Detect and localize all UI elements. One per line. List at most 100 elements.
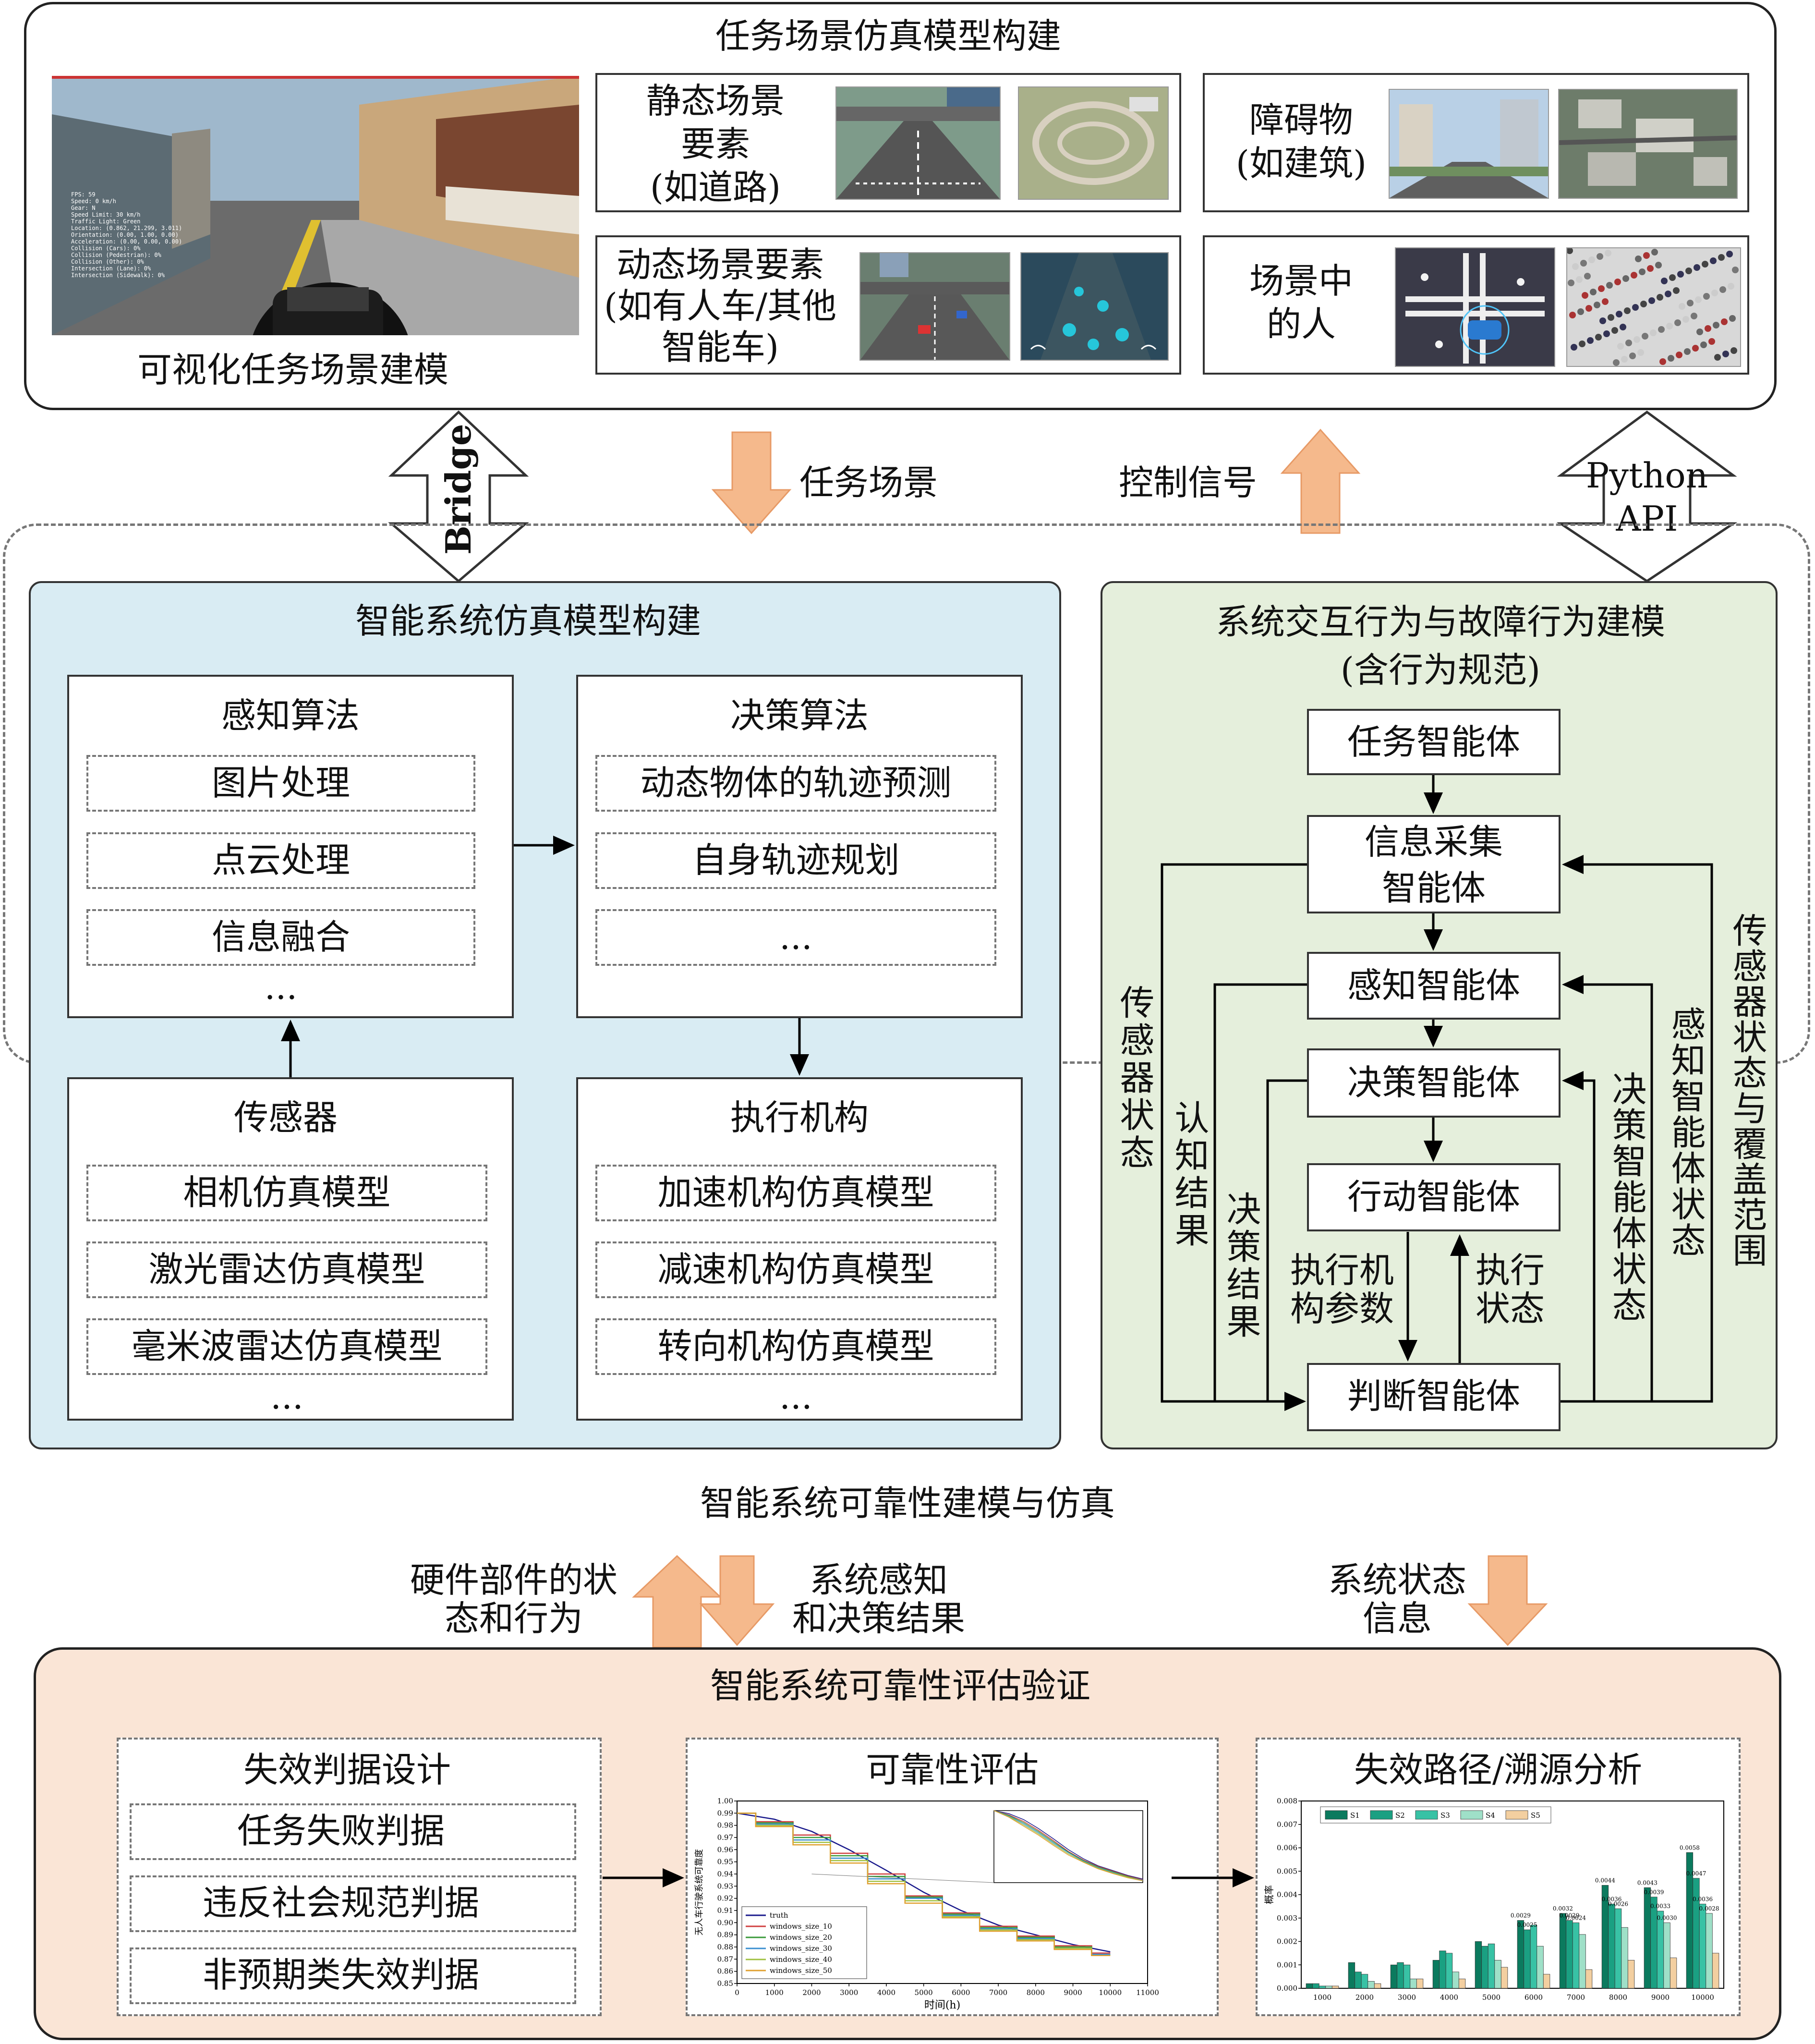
criteria-unexpected-label: 非预期类失效判据 xyxy=(202,1955,479,1995)
data-label: 0.0028 xyxy=(1699,1905,1719,1912)
judge-agent[interactable] xyxy=(1307,1363,1561,1431)
sensor-item-camera[interactable] xyxy=(86,1165,487,1221)
data-label: 0.0032 xyxy=(1553,1905,1573,1912)
crowd-person xyxy=(1639,268,1646,275)
failure-bar-chart: 0.0000.0010.0020.0030.0040.0050.0060.007… xyxy=(1263,1797,1724,2002)
hud-line: Orientation: (0.00, 1.00, 0.00) xyxy=(71,231,179,238)
actuator-item-accel[interactable] xyxy=(595,1165,996,1221)
decision-item-planning[interactable] xyxy=(595,832,996,889)
bar-S5-2000 xyxy=(1374,1983,1381,1989)
legend-swatch xyxy=(1415,1810,1438,1820)
bar-S5-4000 xyxy=(1458,1979,1466,1989)
decision-item-more[interactable] xyxy=(595,909,996,966)
perception-item-fusion[interactable] xyxy=(86,909,475,966)
decision-item-trajectory[interactable] xyxy=(595,755,996,812)
hud-line: Speed: 0 km/h xyxy=(71,198,116,205)
perception-agent[interactable] xyxy=(1307,952,1561,1020)
visual-scene-label: 可视化任务场景建模 xyxy=(137,350,448,390)
crowd-person xyxy=(1728,283,1734,290)
criteria-task-failure[interactable] xyxy=(130,1803,576,1860)
y-tick-label: 0.88 xyxy=(717,1943,733,1951)
x-tick-label: 4000 xyxy=(877,1988,895,1997)
y-tick-label: 0.99 xyxy=(717,1809,733,1817)
perception-agent-label: 感知智能体 xyxy=(1347,965,1520,1006)
actuator-params-label: 执行机构参数 xyxy=(1290,1250,1394,1329)
line-legend-box xyxy=(741,1906,867,1979)
x-tick-label: 5000 xyxy=(1482,1993,1500,2002)
inset-series-windows_size_30 xyxy=(993,1810,1143,1881)
crowd-person xyxy=(1568,280,1574,286)
criteria-social-norm[interactable] xyxy=(130,1875,576,1932)
control-signal-label: 控制信号 xyxy=(1119,462,1258,503)
legend-swatch xyxy=(1505,1810,1528,1820)
actuator-item-decel[interactable] xyxy=(595,1241,996,1298)
task-scene-panel xyxy=(24,2,1777,410)
criteria-unexpected[interactable] xyxy=(130,1947,576,2004)
crowd-person xyxy=(1648,297,1655,304)
crowd-person xyxy=(1576,276,1583,283)
crowd-person xyxy=(1579,341,1585,347)
crowd-person xyxy=(1665,291,1671,297)
decision-agent[interactable] xyxy=(1307,1048,1561,1118)
crowd-person xyxy=(1642,333,1648,340)
hud-line: Collision (Cars): 0% xyxy=(71,245,141,252)
crowd-person xyxy=(1640,301,1647,307)
crowd-person xyxy=(1572,263,1579,270)
actuator-box xyxy=(576,1077,1023,1421)
bar-S5-6000 xyxy=(1543,1974,1550,1989)
y-tick-label: 0.95 xyxy=(717,1858,733,1866)
crowd-person xyxy=(1571,344,1577,351)
crowd-person xyxy=(1659,358,1666,365)
crowd-person xyxy=(1577,308,1584,315)
decision-algo-title: 决策算法 xyxy=(730,695,869,736)
inset-series-truth xyxy=(993,1810,1143,1880)
x-tick-label: 2000 xyxy=(1355,1993,1374,2002)
data-label: 0.0025 xyxy=(1517,1922,1537,1928)
sensor-item-radar[interactable] xyxy=(86,1318,487,1375)
pedestrian-crossing-image xyxy=(1395,247,1555,367)
y-tick-label: 0.90 xyxy=(717,1918,733,1927)
y-tick-label: 0.85 xyxy=(717,1979,733,1988)
decision-item-more-label: ... xyxy=(779,917,812,957)
sensor-state-vertical: 传感器状态 xyxy=(1114,985,1154,1172)
crowd-person xyxy=(1631,272,1637,279)
x-tick-label: 8000 xyxy=(1027,1988,1045,1997)
crowd-person xyxy=(1677,271,1684,278)
actuator-item-steer[interactable] xyxy=(595,1318,996,1375)
test-track-image xyxy=(1018,86,1169,200)
decision-agent-label: 决策智能体 xyxy=(1347,1062,1520,1103)
perception-item-pointcloud[interactable] xyxy=(86,832,475,889)
y-tick-label: 0.005 xyxy=(1277,1867,1297,1875)
crowd-person xyxy=(1602,298,1609,305)
action-agent[interactable] xyxy=(1307,1163,1561,1231)
crowd-person xyxy=(1594,302,1600,308)
legend-label: windows_size_30 xyxy=(770,1944,832,1953)
crowd-person xyxy=(1647,265,1654,272)
crowd-person xyxy=(1687,300,1694,306)
y-tick-label: 0.002 xyxy=(1277,1937,1297,1946)
info-collection-agent[interactable] xyxy=(1307,815,1561,913)
x-tick-label: 8000 xyxy=(1609,1993,1627,2002)
sensor-coverage-vertical: 传感器状态与覆盖范围 xyxy=(1727,912,1767,1268)
data-label: 0.0024 xyxy=(1566,1915,1586,1922)
crowd-person xyxy=(1634,336,1640,343)
crowd-person xyxy=(1719,286,1726,293)
perception-algo-box xyxy=(67,675,514,1018)
perception-agent-state-vertical: 感知智能体状态 xyxy=(1665,1006,1706,1258)
crowd-person xyxy=(1685,268,1692,274)
y-tick-label: 0.94 xyxy=(717,1870,733,1878)
perception-item-image[interactable] xyxy=(86,755,475,812)
y-tick-label: 0.008 xyxy=(1277,1797,1297,1805)
task-scene-arrow xyxy=(711,431,792,535)
perception-item-image-label: 图片处理 xyxy=(211,763,350,803)
people-text: 场景中的人 xyxy=(1249,261,1353,344)
x-tick-label: 9000 xyxy=(1651,1993,1670,2002)
x-tick-label: 3000 xyxy=(1398,1993,1416,2002)
crowd-person xyxy=(1714,354,1721,361)
task-agent[interactable] xyxy=(1307,709,1561,775)
crowd-person xyxy=(1585,305,1592,312)
crowd-person xyxy=(1620,324,1626,330)
crowd-person xyxy=(1584,273,1591,280)
criteria-title: 失效判据设计 xyxy=(243,1750,451,1790)
sensor-item-lidar[interactable] xyxy=(86,1241,487,1298)
